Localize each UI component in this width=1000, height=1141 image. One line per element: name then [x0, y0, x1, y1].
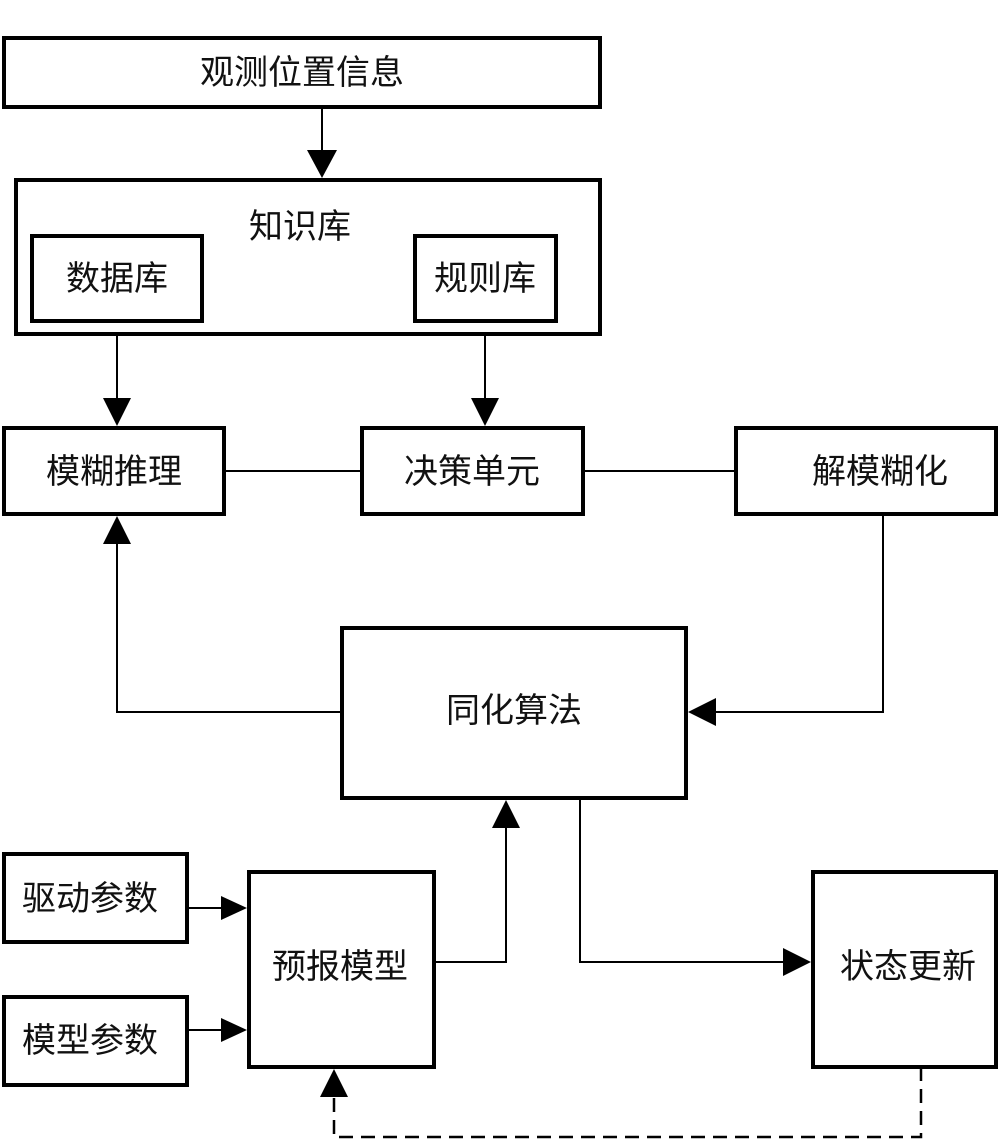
edge-forecast-to-assimilation [434, 800, 520, 963]
model-params-label: 模型参数 [22, 1021, 158, 1061]
edge-observation-to-knowledge [307, 107, 337, 178]
knowledge-base-label: 知识库 [249, 207, 351, 247]
state-update-node: 状态更新 [811, 870, 998, 1069]
observation-node: 观测位置信息 [2, 36, 602, 109]
defuzzification-node: 解模糊化 [734, 426, 998, 516]
driving-params-node: 驱动参数 [2, 852, 189, 944]
database-node: 数据库 [30, 234, 204, 323]
assimilation-label: 同化算法 [446, 691, 582, 731]
edge-assimilation-to-fuzzy-inference [103, 516, 342, 713]
fuzzy-inference-label: 模糊推理 [46, 452, 182, 492]
database-label: 数据库 [66, 259, 168, 299]
driving-params-label: 驱动参数 [22, 879, 158, 919]
state-update-label: 状态更新 [840, 947, 976, 987]
assimilation-node: 同化算法 [340, 626, 688, 800]
rule-base-label: 规则库 [434, 259, 536, 299]
decision-unit-label: 决策单元 [404, 452, 540, 492]
decision-unit-node: 决策单元 [360, 426, 585, 516]
observation-label: 观测位置信息 [200, 53, 404, 93]
edge-modelparams-to-forecast [187, 1018, 247, 1042]
rule-base-node: 规则库 [413, 234, 558, 323]
edge-driving-to-forecast [187, 896, 247, 920]
edge-assimilation-to-state-update [579, 798, 811, 976]
forecast-model-node: 预报模型 [247, 870, 436, 1069]
defuzzification-label: 解模糊化 [812, 452, 948, 492]
model-params-node: 模型参数 [2, 995, 189, 1087]
edge-state-update-feedback [320, 1067, 923, 1139]
edge-defuzzification-to-assimilation [688, 514, 884, 726]
forecast-model-label: 预报模型 [272, 947, 408, 987]
edge-database-to-fuzzy-inference [103, 336, 131, 426]
fuzzy-inference-node: 模糊推理 [2, 426, 226, 516]
edge-rulebase-to-decision [471, 336, 499, 426]
